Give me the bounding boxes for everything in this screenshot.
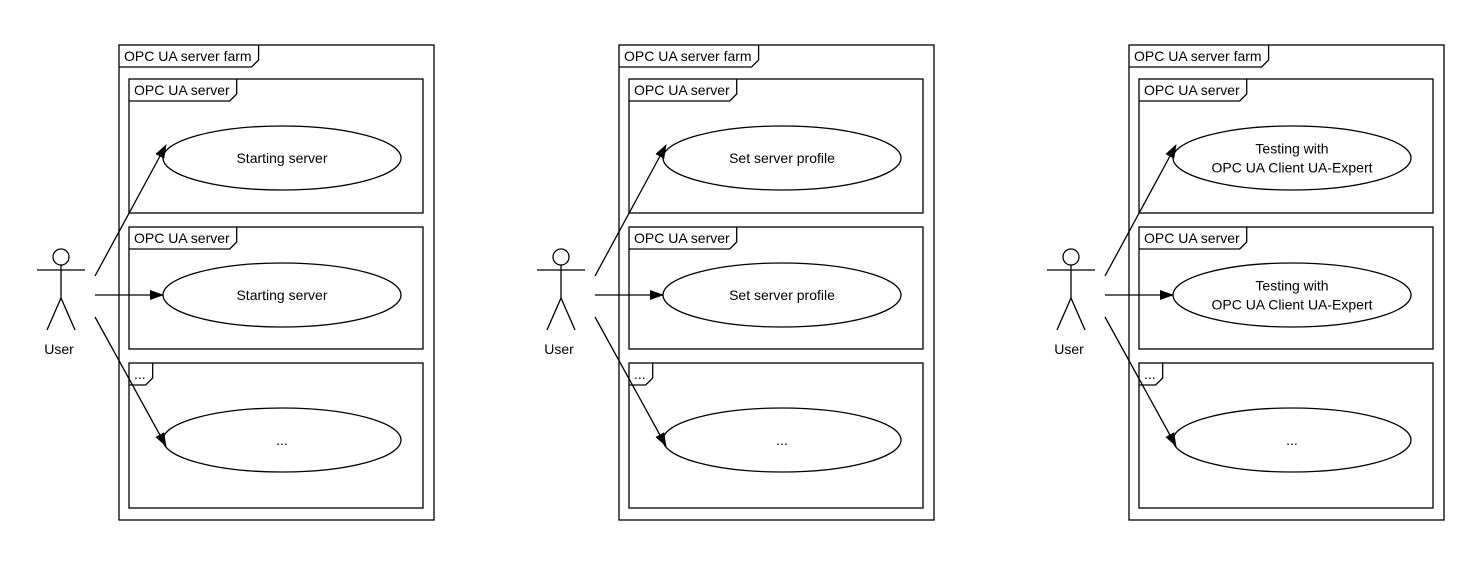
server-frame-tab [629,79,738,102]
actor-head [52,248,70,266]
use-case-label: Starting server [236,287,327,303]
server-frame-label: OPC UA server [634,82,730,98]
server-frame-label: OPC UA server [1144,230,1240,246]
association-arrow [594,316,667,447]
use-case-label: ... [776,432,788,448]
actor-user: User [537,248,585,357]
use-case-ellipse [1172,262,1412,328]
actor-head [552,248,570,266]
server-frame-label: ... [634,366,646,382]
server-frame-tab [629,227,738,250]
actor-user: User [37,248,85,357]
actor-label: User [544,341,574,357]
actor-right-leg [60,297,76,331]
farm-frame-tab [619,45,760,68]
actor-left-leg [46,297,62,331]
association-arrow [594,144,667,277]
use-case-label: ... [1286,432,1298,448]
server-frame-label: ... [134,366,146,382]
farm-frame-label: OPC UA server farm [124,48,252,64]
server-frame-label: OPC UA server [634,230,730,246]
use-case-label: Testing with [1255,141,1328,157]
server-frame-tab [129,227,238,250]
use-case-label: OPC UA Client UA-Expert [1211,297,1372,313]
association-arrow [94,144,167,277]
farm-frame-label: OPC UA server farm [1134,48,1262,64]
server-frame-tab [1139,227,1248,250]
actor-right-leg [560,297,576,331]
actor-left-leg [1056,297,1072,331]
server-frame-label: OPC UA server [134,230,230,246]
use-case-label: ... [276,432,288,448]
actor-label: User [1054,341,1084,357]
actor-user: User [1047,248,1095,357]
server-frame-label: ... [1144,366,1156,382]
actor-head [1062,248,1080,266]
server-frame-label: OPC UA server [1144,82,1240,98]
use-case-label: Starting server [236,150,327,166]
use-case-label: Set server profile [729,150,835,166]
use-case-label: OPC UA Client UA-Expert [1211,160,1372,176]
farm-frame-label: OPC UA server farm [624,48,752,64]
server-frame-tab [129,363,154,386]
server-frame-tab [1139,363,1164,386]
association-arrow [1104,144,1177,277]
server-frame-tab [629,363,654,386]
server-frame-tab [129,79,238,102]
association-arrow [94,316,167,447]
server-frame-label: OPC UA server [134,82,230,98]
use-case-label: Testing with [1255,278,1328,294]
actor-right-leg [1070,297,1086,331]
server-frame-tab [1139,79,1248,102]
use-case-ellipse [1172,125,1412,191]
farm-frame-tab [1129,45,1270,68]
use-case-label: Set server profile [729,287,835,303]
actor-left-leg [546,297,562,331]
farm-frame-tab [119,45,260,68]
actor-label: User [44,341,74,357]
association-arrow [1104,316,1177,447]
